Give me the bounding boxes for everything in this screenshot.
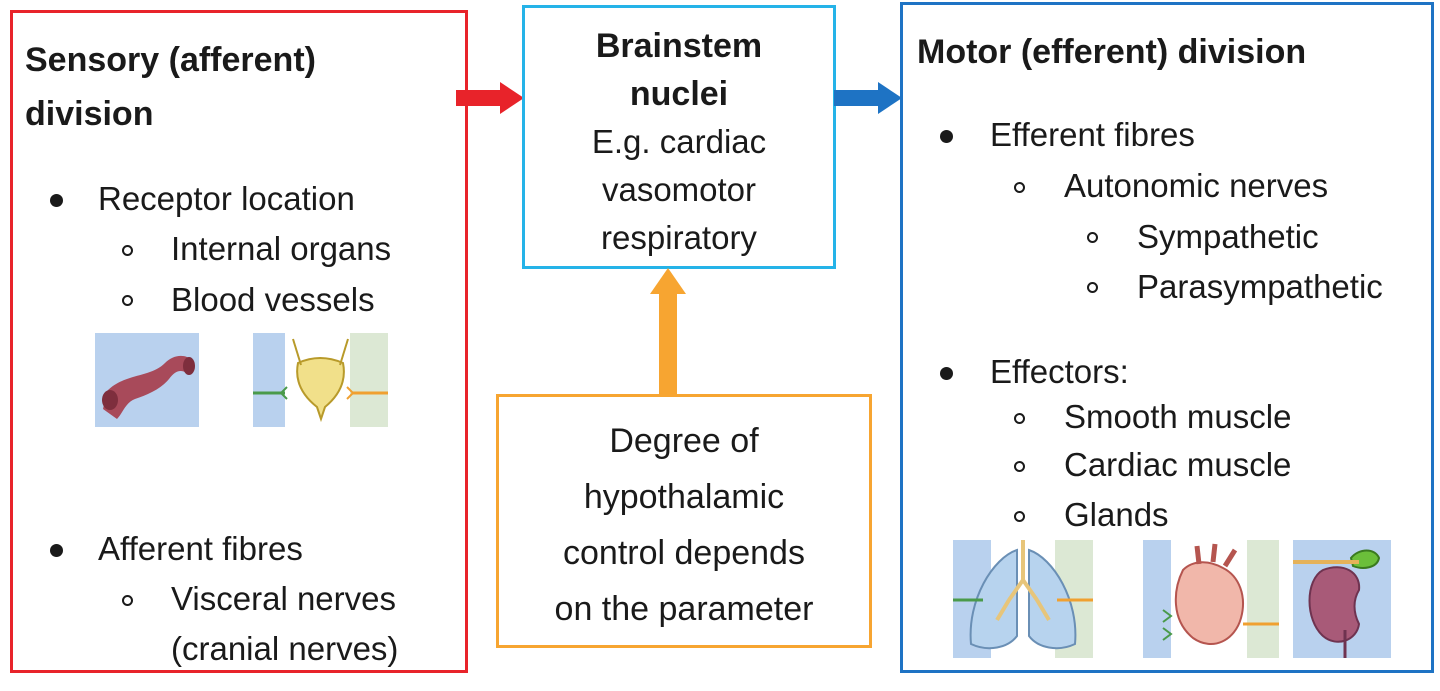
brainstem-example-line3: respiratory [601, 219, 757, 256]
hypothalamic-control-box: Degree of hypothalamic control depends o… [496, 394, 872, 648]
visceral-nerves-label: Visceral nerves [171, 580, 396, 617]
efferent-fibres-label: Efferent fibres [990, 116, 1195, 153]
blood-vessel-icon [95, 333, 199, 427]
motor-title: Motor (efferent) division [917, 33, 1307, 71]
brainstem-example-line1: E.g. cardiac [591, 123, 767, 160]
lungs-icon [953, 540, 1093, 658]
bullet-dot [940, 130, 953, 143]
hypothalamus-to-brainstem-arrow [650, 268, 686, 396]
motor-division-box: Motor (efferent) division Efferent fibre… [900, 2, 1434, 673]
brainstem-to-motor-arrow [834, 82, 902, 114]
sensory-division-box: Sensory (afferent) division Receptor loc… [10, 10, 468, 673]
sub-bullet-circle [122, 295, 133, 306]
bullet-dot [50, 194, 63, 207]
blood-vessels-label: Blood vessels [171, 281, 375, 318]
cardiac-muscle-label: Cardiac muscle [1064, 446, 1292, 483]
brainstem-title-line2: nuclei [629, 75, 729, 113]
sub-bullet-circle [122, 595, 133, 606]
sensory-title-line1: Sensory (afferent) [25, 41, 316, 79]
sensory-to-brainstem-arrow [456, 82, 524, 114]
brainstem-title-line1: Brainstem [595, 27, 763, 65]
hypo-line2: hypothalamic [583, 478, 785, 516]
hypo-line1: Degree of [609, 422, 759, 460]
sub-bullet-circle [1014, 413, 1025, 424]
cranial-nerves-label: (cranial nerves) [171, 630, 399, 667]
hypo-line4: on the parameter [554, 590, 814, 628]
sub-sub-bullet-circle [1087, 232, 1098, 243]
sub-bullet-circle [1014, 182, 1025, 193]
brainstem-nuclei-box: Brainstem nuclei E.g. cardiac vasomotor … [522, 5, 836, 269]
sympathetic-label: Sympathetic [1137, 218, 1319, 255]
glands-label: Glands [1064, 496, 1169, 533]
receptor-location-label: Receptor location [98, 180, 355, 217]
bullet-dot [940, 367, 953, 380]
sub-bullet-circle [122, 245, 133, 256]
kidney-gland-icon [1293, 540, 1391, 658]
brainstem-example-line2: vasomotor [601, 171, 757, 208]
autonomic-nerves-label: Autonomic nerves [1064, 167, 1329, 204]
effectors-label: Effectors: [990, 353, 1129, 390]
parasympathetic-label: Parasympathetic [1137, 268, 1383, 305]
sub-bullet-circle [1014, 511, 1025, 522]
bullet-dot [50, 544, 63, 557]
internal-organs-label: Internal organs [171, 230, 392, 267]
afferent-fibres-label: Afferent fibres [98, 530, 303, 567]
sensory-title-line2: division [25, 95, 154, 133]
hypo-line3: control depends [563, 534, 805, 572]
heart-icon [1143, 540, 1279, 658]
bladder-icon [253, 333, 388, 427]
smooth-muscle-label: Smooth muscle [1064, 398, 1292, 435]
sub-sub-bullet-circle [1087, 282, 1098, 293]
sub-bullet-circle [1014, 461, 1025, 472]
